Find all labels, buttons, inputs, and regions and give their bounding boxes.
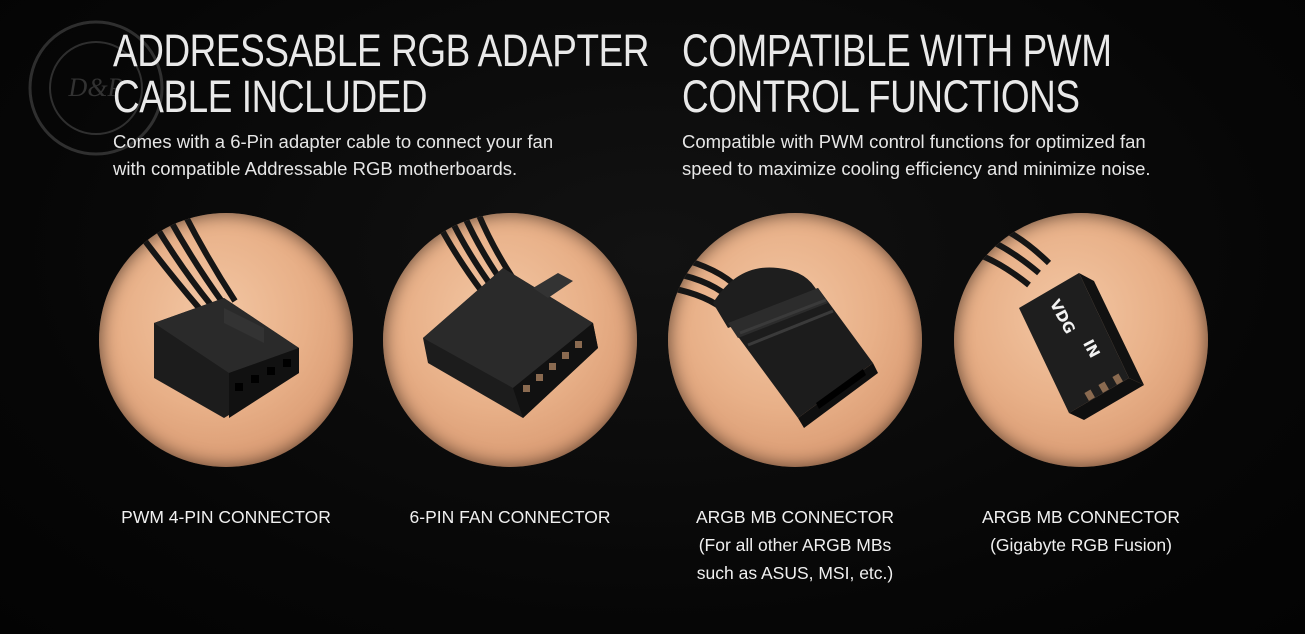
section-description-pwm-compatible: Compatible with PWM control functions fo… (682, 131, 1151, 179)
section-description-argb-adapter: Comes with a 6-Pin adapter cable to conn… (113, 131, 554, 179)
6-pin-fan-connector-photo (383, 213, 637, 467)
argb-mb-connector-photo (668, 213, 922, 467)
pwm-4-pin-connector-photo (99, 213, 353, 467)
pwm-4-pin-connector-icon (136, 213, 299, 418)
connector-caption-argb-mb: ARGB MB CONNECTOR (For all other ARGB MB… (695, 507, 895, 583)
argb-gigabyte-connector-icon: VDG IN (973, 222, 1144, 420)
section-heading-pwm-compatible: COMPATIBLE WITH PWM CONTROL FUNCTIONS (682, 25, 1112, 122)
connector-caption-6-pin-fan: 6-PIN FAN CONNECTOR (409, 507, 611, 527)
connector-caption-argb-gigabyte: ARGB MB CONNECTOR (Gigabyte RGB Fusion) (981, 507, 1181, 555)
6-pin-fan-connector-icon (423, 213, 598, 418)
svg-text:D&P: D&P (68, 73, 124, 102)
section-heading-argb-adapter: ADDRESSABLE RGB ADAPTER CABLE INCLUDED (113, 25, 650, 122)
argb-gigabyte-connector-photo: VDG IN (954, 213, 1208, 467)
watermark-seal-icon: D&P (28, 20, 164, 156)
argb-mb-connector-icon (669, 255, 878, 428)
connector-caption-pwm-4-pin: PWM 4-PIN CONNECTOR (121, 507, 331, 527)
